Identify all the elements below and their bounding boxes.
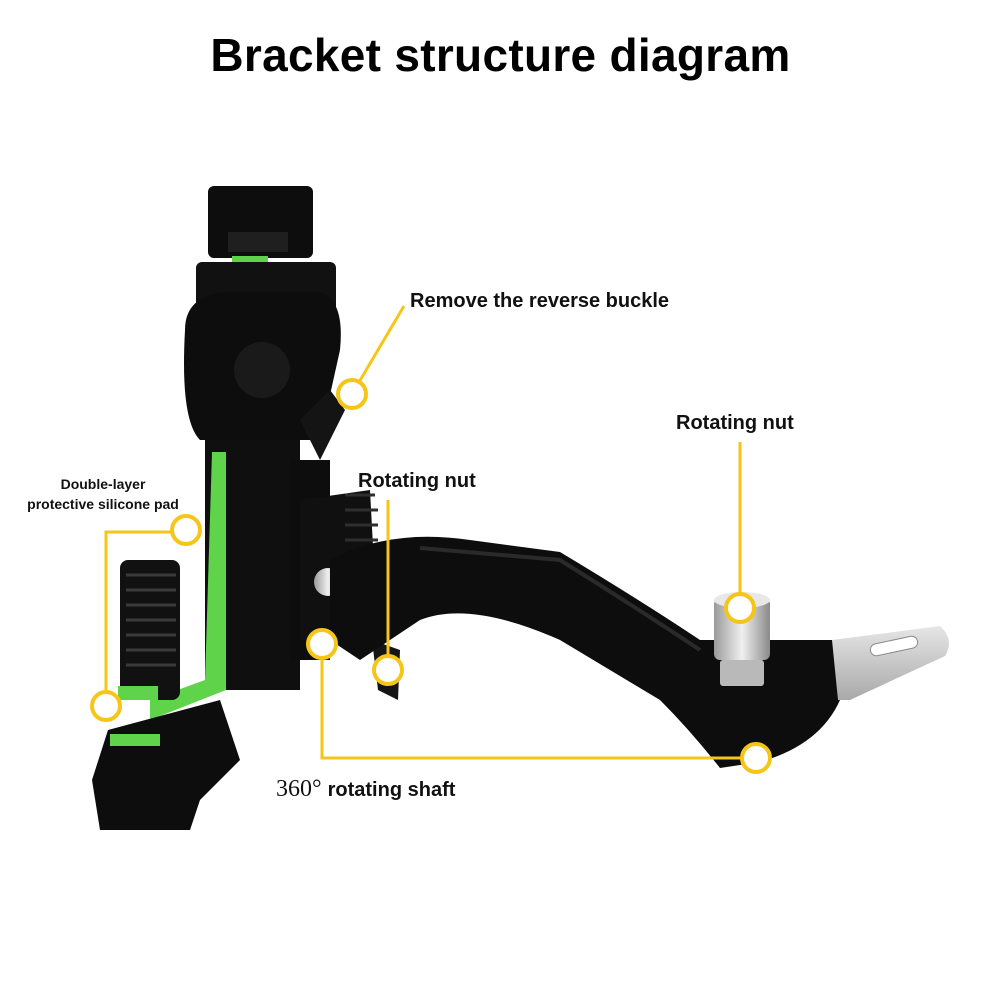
callout-circle-icon <box>90 690 122 722</box>
nut-base <box>720 660 764 686</box>
callout-circles <box>90 378 772 774</box>
callout-circle-icon <box>372 654 404 686</box>
mount-slot <box>869 635 919 657</box>
bracket-arm <box>330 536 949 768</box>
grip-pad-low <box>118 686 158 700</box>
lower-jaw <box>92 700 240 830</box>
callout-circle-icon <box>170 514 202 546</box>
callout-lines <box>104 305 756 760</box>
lower-jaw-pad <box>110 734 160 746</box>
arm-highlight <box>419 546 702 652</box>
callout-line-shaft <box>320 644 756 760</box>
arm-body <box>330 536 840 768</box>
silicone-pad <box>150 452 226 720</box>
label-silicone-pad-line2: protective silicone pad <box>27 496 179 512</box>
label-rotating-nut-right: Rotating nut <box>676 412 794 434</box>
callout-circle-icon <box>740 742 772 774</box>
callout-circle-icon <box>336 378 368 410</box>
reverse-buckle <box>300 390 345 460</box>
upper-hook-hole <box>234 342 290 398</box>
back-plate <box>205 440 300 690</box>
callout-line-buckle <box>350 305 406 395</box>
phone-clamp <box>92 186 345 830</box>
label-silicone-pad: Double-layer protective silicone pad <box>8 474 198 514</box>
label-remove-buckle: Remove the reverse buckle <box>410 290 670 312</box>
label-shaft-text: rotating shaft <box>327 779 456 801</box>
grip-ribs <box>126 573 176 667</box>
side-grip <box>120 560 180 700</box>
callout-circle-icon <box>724 592 756 624</box>
callout-circle-icon <box>306 628 338 660</box>
top-jaw-slot <box>228 232 288 252</box>
label-rotating-nut-center: Rotating nut <box>358 470 476 492</box>
label-rotating-shaft: 360°rotating shaft <box>276 776 455 803</box>
callout-line-pad <box>104 530 186 706</box>
label-shaft-degrees: 360° <box>276 776 322 802</box>
mount-plate <box>832 626 949 700</box>
pad-strip <box>214 460 226 670</box>
rotating-joint <box>290 460 400 700</box>
page-title: Bracket structure diagram <box>210 29 791 81</box>
label-silicone-pad-line1: Double-layer <box>60 476 146 492</box>
